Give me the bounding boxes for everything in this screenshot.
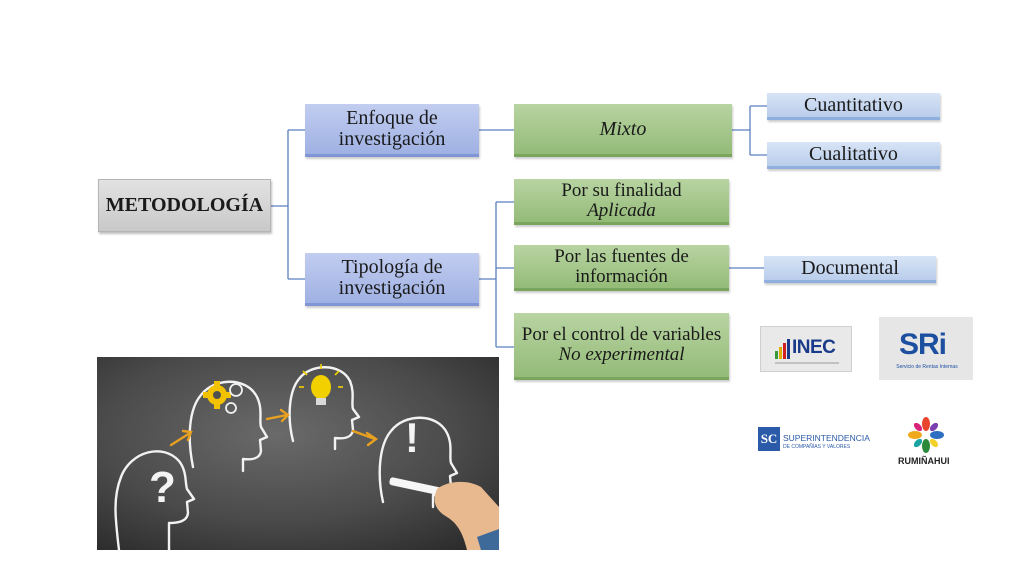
node-enfoque: Enfoque de investigación [305, 104, 479, 157]
svg-text:?: ? [149, 463, 176, 512]
node-finalidad-label: Por su finalidad [561, 179, 682, 201]
ruminahui-wordmark: RUMIÑAHUI [898, 456, 950, 466]
node-control-value: No experimental [558, 344, 685, 365]
svg-text:!: ! [405, 414, 419, 461]
node-cualitativo-label: Cualitativo [809, 142, 898, 165]
sc-line1: SUPERINTENDENCIA [783, 433, 870, 443]
sri-wordmark: SRi [899, 328, 947, 361]
node-cuantitativo: Cuantitativo [767, 93, 940, 120]
thinking-heads-illustration: ? ! [97, 357, 499, 550]
ruminahui-logo: RUMIÑAHUI [896, 417, 956, 475]
sc-mark-text: SC [760, 431, 778, 446]
root-label: METODOLOGÍA [105, 194, 264, 216]
ruminahui-flower-icon [908, 417, 944, 453]
supercias-logo: SC SUPERINTENDENCIA DE COMPAÑÍAS Y VALOR… [758, 425, 870, 455]
node-finalidad: Por su finalidad Aplicada [514, 179, 729, 225]
node-control-label: Por el control de variables [521, 324, 722, 346]
node-documental-label: Documental [801, 256, 899, 279]
node-cualitativo: Cualitativo [767, 142, 940, 169]
sri-subtitle: Servicio de Rentas Internas [896, 364, 958, 370]
inec-bars-icon [775, 339, 839, 364]
sc-mark-icon: SC [758, 427, 780, 451]
node-fuentes-label: Por las fuentes de información [554, 245, 689, 287]
node-cuantitativo-label: Cuantitativo [804, 93, 903, 116]
sc-line2: DE COMPAÑÍAS Y VALORES [783, 444, 851, 450]
sri-logo: SRi Servicio de Rentas Internas [879, 317, 973, 380]
node-mixto: Mixto [514, 104, 732, 157]
node-tipologia-label: Tipología de investigación [338, 256, 446, 299]
node-enfoque-label: Enfoque de investigación [338, 107, 446, 150]
root-node-metodologia: METODOLOGÍA [98, 179, 271, 232]
node-tipologia: Tipología de investigación [305, 253, 479, 306]
node-documental: Documental [764, 256, 936, 283]
node-fuentes: Por las fuentes de información [514, 245, 729, 291]
node-finalidad-value: Aplicada [587, 199, 656, 221]
inec-logo: INEC [760, 326, 852, 372]
inec-wordmark: INEC [792, 337, 836, 358]
node-mixto-label: Mixto [599, 117, 647, 140]
node-control: Por el control de variables No experimen… [514, 313, 729, 380]
